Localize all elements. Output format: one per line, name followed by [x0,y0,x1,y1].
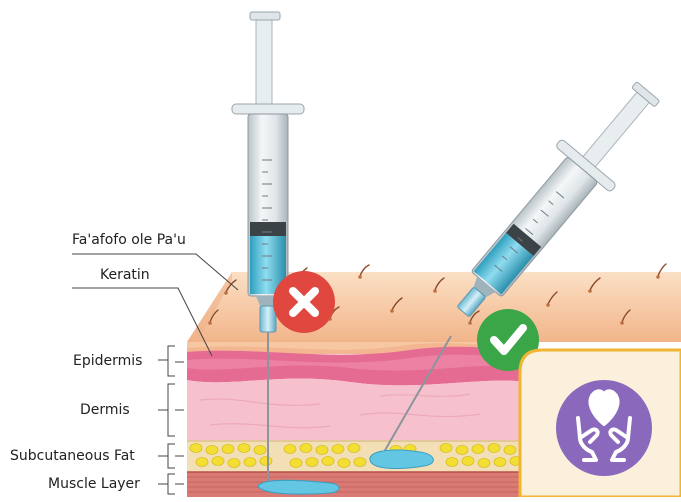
brand-panel [520,350,681,497]
fat-globule [462,457,474,466]
needle-hub [260,306,276,332]
dermis-layer [187,379,527,440]
fat-globule [290,459,302,468]
fat-globule [322,457,334,466]
fat-globule [456,446,468,455]
fat-globule [440,444,452,453]
fat-globule [446,458,458,467]
fat-globule [300,444,312,453]
fat-globule [494,458,506,467]
skin-cross-section [187,342,527,497]
fat-globule [472,445,484,454]
fat-globule [254,446,266,455]
fat-globule [206,446,218,455]
fat-globule [332,445,344,454]
label-keratin: Keratin [100,267,150,283]
fat-globule [196,458,208,467]
fat-globule [338,459,350,468]
label-epidermis: Epidermis [73,353,142,369]
label-muscle-layer: Muscle Layer [48,476,140,492]
label-subcutaneous-fat: Subcutaneous Fat [10,448,135,464]
fat-globule [244,458,256,467]
injected-fluid-fat [370,450,433,468]
fat-globule [354,458,366,467]
fat-globule [488,444,500,453]
wrong-badge [273,271,335,333]
fat-globule [238,444,250,453]
fat-globule [478,459,490,468]
fat-globule [284,445,296,454]
fat-globule [260,457,272,466]
fat-globule [306,458,318,467]
fat-globule [190,444,202,453]
fat-globule [212,457,224,466]
muscle-layer [187,472,527,497]
fat-globule [222,445,234,454]
fat-globule [228,459,240,468]
fat-globule [504,446,516,455]
injected-fluid-muscle [258,480,339,494]
fat-globule [348,444,360,453]
label-dermis: Dermis [80,402,130,418]
label-skin-surface: Fa'afofo ole Pa'u [72,232,186,248]
fat-globule [316,446,328,455]
